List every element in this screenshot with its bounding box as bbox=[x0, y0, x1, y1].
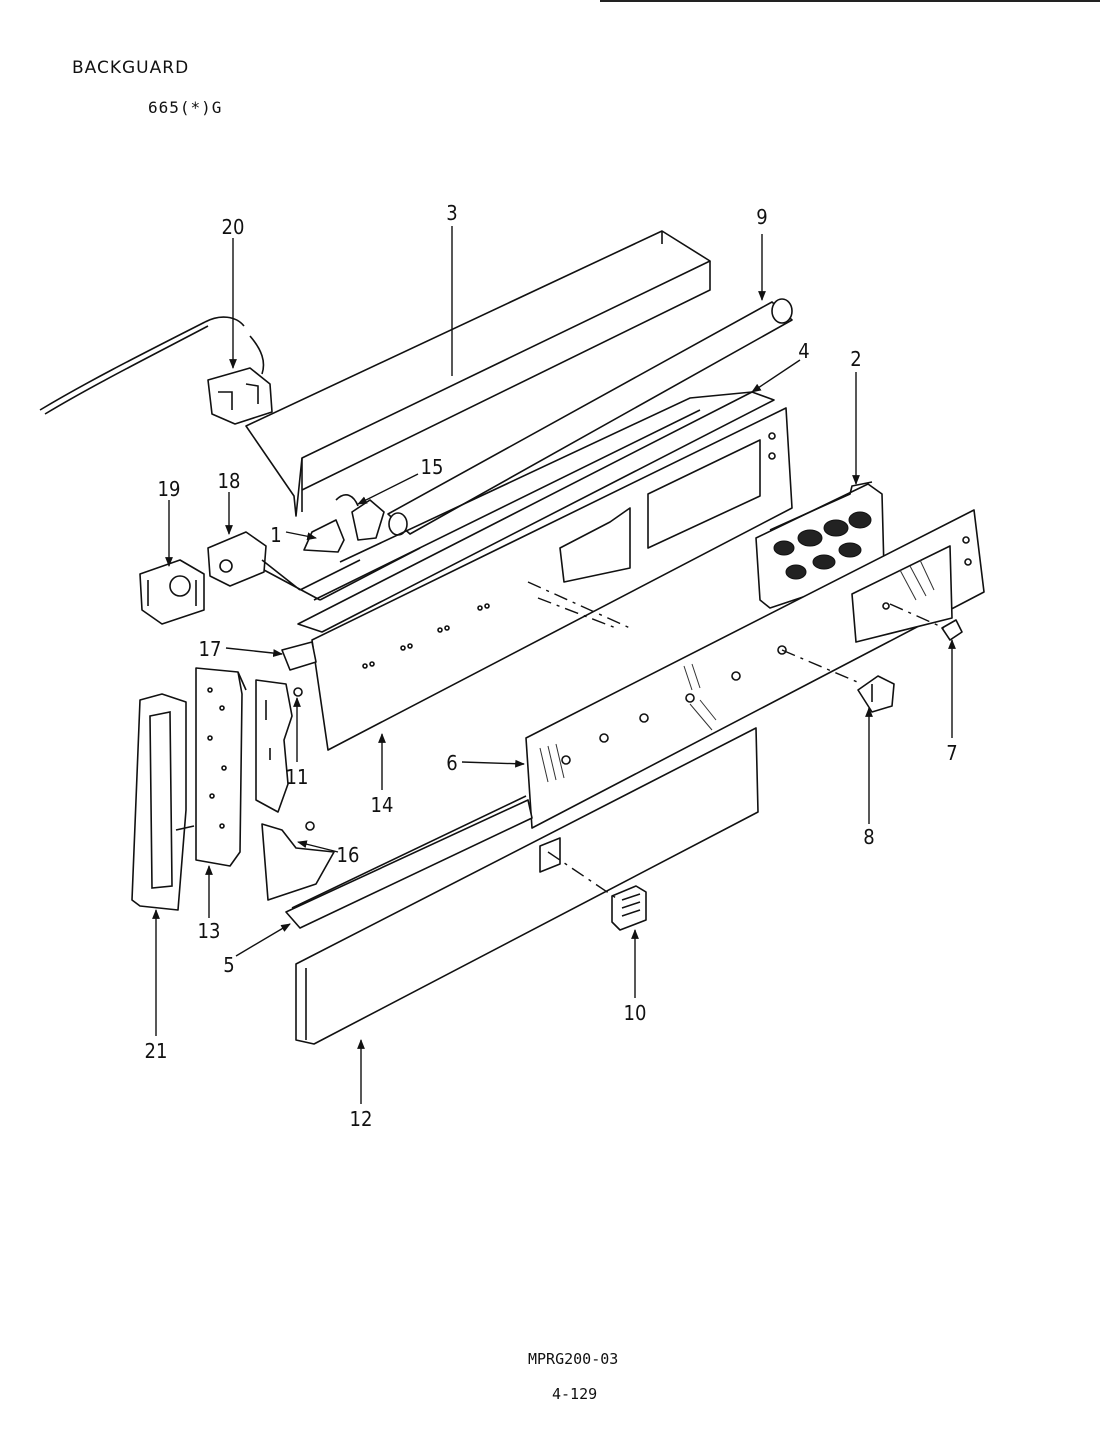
callout-leaders bbox=[152, 226, 956, 1104]
top-border-line bbox=[600, 0, 1100, 2]
callout-9: 9 bbox=[756, 205, 767, 229]
part-9-fluorescent-tube bbox=[387, 298, 793, 536]
callout-2: 2 bbox=[850, 347, 861, 371]
callout-4: 4 bbox=[798, 339, 809, 363]
part-7-small-knob bbox=[941, 619, 963, 641]
callout-18: 18 bbox=[218, 469, 241, 493]
callout-21: 21 bbox=[145, 1039, 168, 1063]
part-14-rear-panel bbox=[311, 407, 793, 751]
part-18-socket bbox=[207, 531, 421, 601]
part-15-lamp-holder bbox=[335, 494, 385, 541]
callout-7: 7 bbox=[946, 741, 957, 765]
part-10-push-button bbox=[611, 885, 647, 931]
callout-numbers: 1 2 3 4 5 6 7 8 9 10 11 12 13 14 15 16 1… bbox=[145, 201, 958, 1131]
part-3-top-cover bbox=[245, 230, 711, 517]
part-21-end-cap bbox=[131, 693, 195, 911]
page-number: 4-129 bbox=[552, 1385, 598, 1403]
part-6-control-panel bbox=[525, 509, 985, 829]
callout-3: 3 bbox=[446, 201, 457, 225]
part-16-lower-support bbox=[261, 821, 335, 901]
callout-12: 12 bbox=[350, 1107, 373, 1131]
callout-5: 5 bbox=[223, 953, 234, 977]
part-20-wire-connector bbox=[39, 316, 273, 425]
callout-13: 13 bbox=[198, 919, 221, 943]
callout-14: 14 bbox=[371, 793, 394, 817]
callout-20: 20 bbox=[222, 215, 245, 239]
model-number: 665(*)G bbox=[148, 98, 223, 117]
part-1-lamp-bracket bbox=[303, 519, 345, 553]
callout-8: 8 bbox=[863, 825, 874, 849]
callout-17: 17 bbox=[199, 637, 222, 661]
part-8-knob bbox=[857, 675, 895, 713]
callout-15: 15 bbox=[421, 455, 444, 479]
part-13-end-bracket bbox=[195, 667, 247, 867]
part-11-end-support bbox=[255, 679, 303, 813]
part-5-bottom-trim bbox=[285, 795, 533, 929]
part-4-reflector-bracket bbox=[297, 391, 775, 633]
callout-6: 6 bbox=[446, 751, 457, 775]
document-number: MPRG200-03 bbox=[528, 1350, 619, 1368]
callout-11: 11 bbox=[286, 765, 309, 789]
callout-16: 16 bbox=[337, 843, 360, 867]
part-19-switch bbox=[139, 559, 205, 625]
callout-10: 10 bbox=[624, 1001, 647, 1025]
part-17-end-clip bbox=[281, 641, 317, 671]
part-12-lower-panel bbox=[295, 727, 759, 1045]
callout-1: 1 bbox=[270, 523, 281, 547]
page-title: BACKGUARD bbox=[72, 58, 190, 78]
callout-19: 19 bbox=[158, 477, 181, 501]
